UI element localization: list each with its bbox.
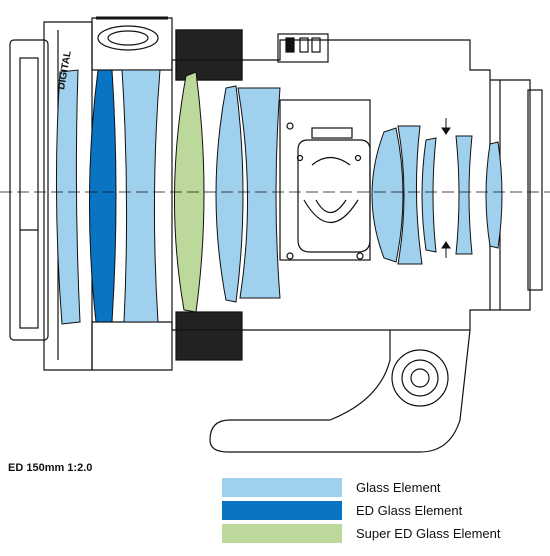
element-glass-5 xyxy=(371,127,404,263)
focus-ring-bottom xyxy=(91,321,173,371)
element-glass-2 xyxy=(121,69,161,323)
legend-swatch-super-ed-glass xyxy=(222,524,342,543)
lens-body xyxy=(171,39,491,331)
focus-movement-arrows xyxy=(441,118,451,258)
element-glass-9 xyxy=(485,141,503,249)
lens-elements xyxy=(55,69,503,325)
element-glass-4 xyxy=(237,87,281,299)
legend-item-ed-glass: ED Glass Element xyxy=(222,501,542,521)
legend-swatch-glass xyxy=(222,478,342,497)
grip-band-top xyxy=(175,29,243,81)
element-ed-1 xyxy=(88,69,117,323)
legend-label-ed-glass: ED Glass Element xyxy=(356,503,463,518)
legend-item-super-ed-glass: Super ED Glass Element xyxy=(222,524,542,544)
element-glass-1 xyxy=(55,69,81,325)
legend-label-super-ed-glass: Super ED Glass Element xyxy=(356,526,501,541)
element-glass-3 xyxy=(215,85,244,303)
grip-band-bottom xyxy=(175,311,243,361)
element-glass-6 xyxy=(397,125,423,265)
legend-item-glass: Glass Element xyxy=(222,478,542,498)
element-glass-7 xyxy=(421,137,437,253)
tripod-foot xyxy=(209,329,471,453)
element-glass-8 xyxy=(455,135,473,255)
legend-label-glass: Glass Element xyxy=(356,480,441,495)
legend-swatch-ed-glass xyxy=(222,501,342,520)
focus-ring-top xyxy=(91,16,173,71)
switch-block xyxy=(277,33,329,63)
lens-name-caption: ED 150mm 1:2.0 xyxy=(8,462,93,474)
